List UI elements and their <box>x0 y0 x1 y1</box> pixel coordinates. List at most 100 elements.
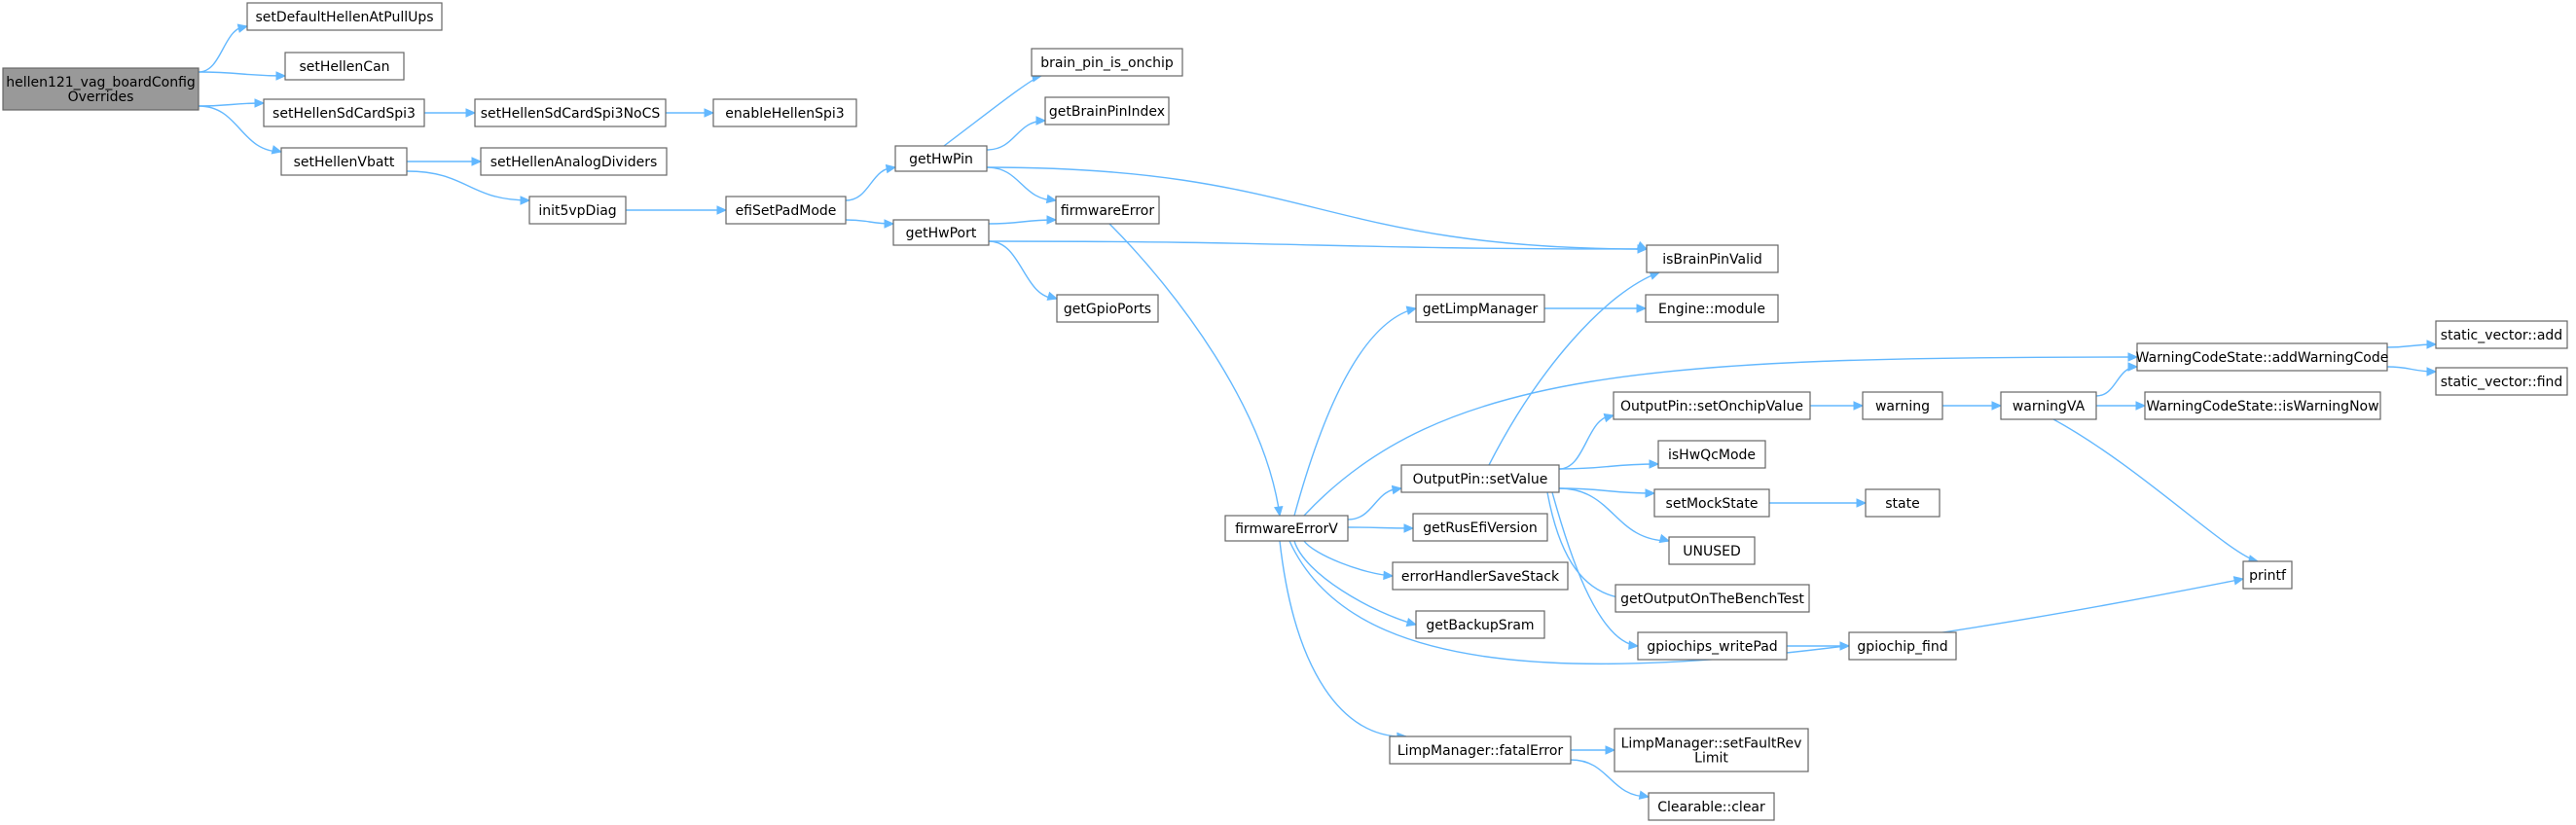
node-label: warningVA <box>2013 399 2086 414</box>
node-box <box>1415 294 1545 323</box>
node-ishwqcmode[interactable]: isHwQcMode <box>1657 440 1766 469</box>
node-box <box>1031 48 1183 77</box>
node-label: isHwQcMode <box>1668 448 1756 463</box>
node-isbrainpinvalid[interactable]: isBrainPinValid <box>1646 244 1779 273</box>
node-label: WarningCodeState::isWarningNow <box>2146 399 2378 414</box>
node-outputpin-setonchipvalue[interactable]: OutputPin::setOnchipValue <box>1613 391 1811 420</box>
node-enablehellenspi3[interactable]: enableHellenSpi3 <box>712 98 857 127</box>
node-gpiochips-writepad[interactable]: gpiochips_writePad <box>1637 631 1788 661</box>
node-box <box>2435 367 2568 396</box>
edge-37 <box>2095 366 2138 397</box>
arrowhead-17 <box>1637 244 1649 254</box>
node-getoutputonthebenchtest[interactable]: getOutputOnTheBenchTest <box>1615 584 1810 613</box>
node-errorhandlersavestack[interactable]: errorHandlerSaveStack <box>1392 561 1569 591</box>
node-setmockstate[interactable]: setMockState <box>1653 488 1770 518</box>
node-getbackupsram[interactable]: getBackupSram <box>1415 610 1545 639</box>
node-getrusefiversion[interactable]: getRusEfiVersion <box>1412 513 1548 542</box>
node-label: static_vector::find <box>2441 375 2563 390</box>
node-limpmanager-fatalerror[interactable]: LimpManager::fatalError <box>1389 735 1572 765</box>
arrowhead-38 <box>2135 401 2147 411</box>
node-label: Clearable::clear <box>1657 800 1765 815</box>
node-warningva[interactable]: warningVA <box>2000 391 2097 420</box>
node-box <box>1614 728 1809 772</box>
node-efisetpadmode[interactable]: efiSetPadMode <box>725 196 847 225</box>
node-state[interactable]: state <box>1865 488 1941 518</box>
node-warning[interactable]: warning <box>1862 391 1943 420</box>
node-firmwareerrorv[interactable]: firmwareErrorV <box>1224 515 1349 542</box>
edge-31 <box>1558 487 1655 494</box>
node-firmwareerror[interactable]: firmwareError <box>1055 196 1160 225</box>
arrowhead-24 <box>1405 617 1418 628</box>
arrowhead-37 <box>2127 362 2139 372</box>
node-label: setMockState <box>1666 496 1759 512</box>
edge-2 <box>198 102 265 107</box>
node-box <box>2 67 200 111</box>
edge-13 <box>986 166 1057 201</box>
node-sethellencan[interactable]: setHellenCan <box>284 52 405 81</box>
node-label: init5vpDiag <box>538 203 616 219</box>
node-setdefaulthellenatpullups[interactable]: setDefaultHellenAtPullUps <box>246 2 443 31</box>
node-getlimpmanager[interactable]: getLimpManager <box>1415 294 1545 323</box>
node-box <box>1613 391 1811 420</box>
node-label: Overrides <box>68 90 134 105</box>
arrowhead-10 <box>884 219 895 229</box>
node-getbrainpinindex[interactable]: getBrainPinIndex <box>1044 96 1170 126</box>
arrowhead-29 <box>1603 412 1615 423</box>
edge-25 <box>1288 540 2244 665</box>
node-box <box>1653 488 1770 518</box>
node-label: state <box>1885 496 1919 512</box>
arrowhead-13 <box>1045 194 1058 204</box>
node-box <box>1862 391 1943 420</box>
edge-34 <box>1551 491 1639 647</box>
arrowhead-3 <box>271 145 283 155</box>
node-gpiochip-find[interactable]: gpiochip_find <box>1848 631 1957 661</box>
edge-0 <box>198 25 248 73</box>
edge-18 <box>1108 223 1281 517</box>
node-clearable-clear[interactable]: Clearable::clear <box>1648 792 1775 821</box>
edge-14 <box>986 166 1648 250</box>
node-outputpin-setvalue[interactable]: OutputPin::setValue <box>1400 464 1560 493</box>
node-sethellensdcardspi3nocs[interactable]: setHellenSdCardSpi3NoCS <box>474 98 667 127</box>
node-label: getHwPin <box>909 152 973 167</box>
node-box <box>1044 96 1170 126</box>
arrowhead-1 <box>275 71 287 81</box>
arrowhead-20 <box>2127 352 2139 362</box>
node-printf[interactable]: printf <box>2242 560 2293 590</box>
edge-22 <box>1347 526 1414 529</box>
arrowhead-8 <box>716 205 728 215</box>
node-label: static_vector::add <box>2441 328 2562 343</box>
node-box <box>2136 342 2388 372</box>
arrowhead-0 <box>236 23 249 33</box>
node-static-vector-find[interactable]: static_vector::find <box>2435 367 2568 396</box>
node-engine-module[interactable]: Engine::module <box>1645 294 1779 323</box>
node-sethellenvbatt[interactable]: setHellenVbatt <box>280 147 408 176</box>
node-box <box>1865 488 1941 518</box>
node-gethwpin[interactable]: getHwPin <box>894 145 988 172</box>
node-label: Engine::module <box>1658 302 1765 317</box>
arrowhead-5 <box>704 108 715 118</box>
node-label: WarningCodeState::addWarningCode <box>2136 350 2389 366</box>
node-static-vector-add[interactable]: static_vector::add <box>2435 320 2568 349</box>
node-label: errorHandlerSaveStack <box>1401 569 1560 585</box>
node-box <box>1848 631 1957 661</box>
edge-45 <box>1570 759 1650 798</box>
node-box <box>712 98 857 127</box>
node-init5vpdiag[interactable]: init5vpDiag <box>528 196 627 225</box>
node-sethellenanalogdividers[interactable]: setHellenAnalogDividers <box>480 147 668 176</box>
node-warningcodestate-iswarningnow[interactable]: WarningCodeState::isWarningNow <box>2144 391 2381 420</box>
arrowhead-45 <box>1638 790 1651 800</box>
node-sethellensdcardspi3[interactable]: setHellenSdCardSpi3 <box>263 98 425 127</box>
node-warningcodestate-addwarningcode[interactable]: WarningCodeState::addWarningCode <box>2136 342 2389 372</box>
node-label: warning <box>1875 399 1930 414</box>
node-box <box>1657 440 1766 469</box>
node-unused[interactable]: UNUSED <box>1668 536 1756 565</box>
node-gethwport[interactable]: getHwPort <box>892 219 990 246</box>
edge-11 <box>943 75 1042 147</box>
edge-39 <box>2052 418 2259 562</box>
node-getgpioports[interactable]: getGpioPorts <box>1056 294 1159 323</box>
node-brain-pin-is-onchip[interactable]: brain_pin_is_onchip <box>1031 48 1183 77</box>
